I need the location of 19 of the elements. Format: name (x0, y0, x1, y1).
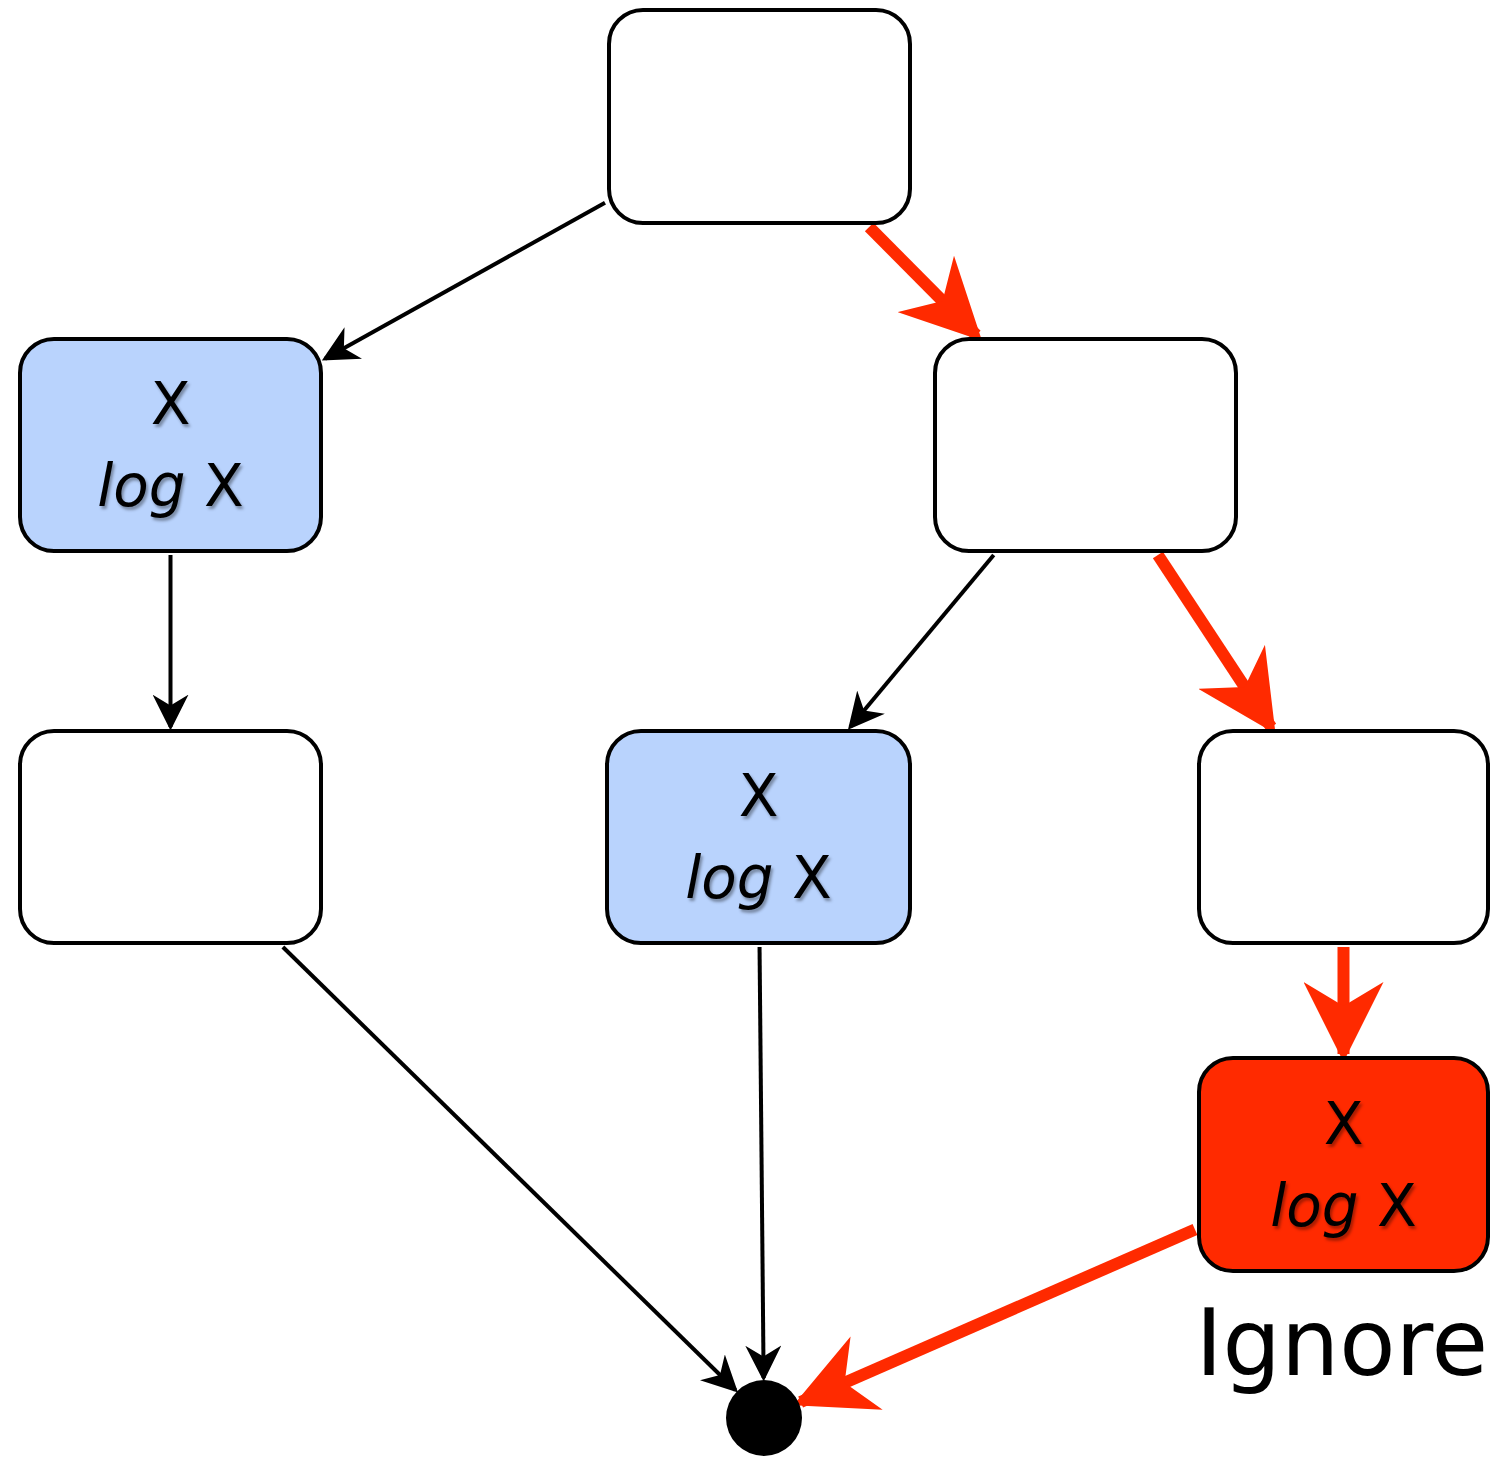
process-box (933, 337, 1238, 553)
node-text: X (1323, 1088, 1364, 1160)
process-box (18, 337, 323, 553)
node-text: X (150, 369, 191, 440)
node-text: X (738, 761, 779, 832)
annotation-text: Ignore (1195, 1290, 1488, 1397)
process-box (607, 8, 912, 225)
arrow (847, 553, 996, 730)
arrow (321, 200, 606, 361)
process-box (1197, 729, 1490, 945)
arrow (152, 555, 189, 731)
process-box (18, 729, 323, 945)
process-box (605, 729, 912, 945)
node-text: log X (1270, 1170, 1417, 1242)
process-box (1197, 1056, 1490, 1273)
node-text: log X (685, 843, 832, 914)
node-text: log X (97, 451, 244, 522)
arrow (745, 947, 782, 1382)
arrow (281, 945, 738, 1393)
